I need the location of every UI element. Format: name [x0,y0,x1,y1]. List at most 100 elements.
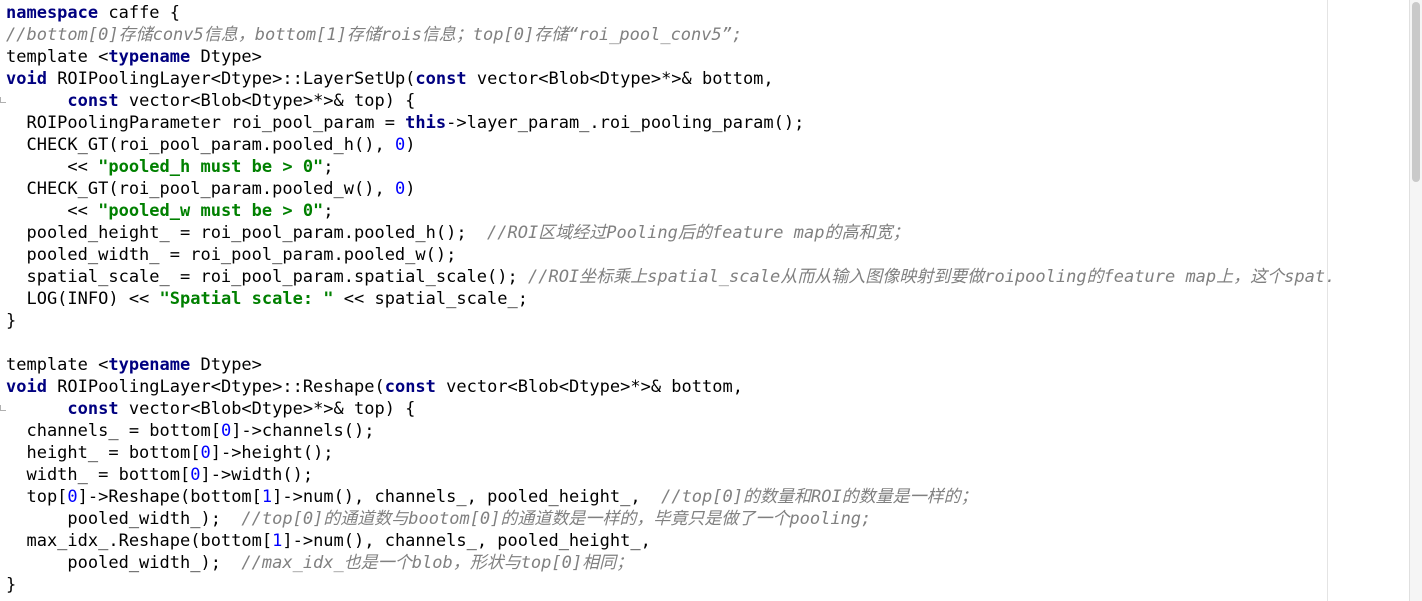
code-token-plain: height_ = bottom[ [6,443,201,463]
code-token-brace: } [6,575,17,595]
code-line[interactable]: ROIPoolingParameter roi_pool_param = thi… [6,112,1335,134]
code-token-plain: ]->num(), channels_, pooled_height_, [282,531,651,551]
code-token-kw: const [67,399,119,419]
code-token-plain: caffe { [98,3,181,23]
code-token-plain: vector<Blob<Dtype>*>& top) { [118,399,416,419]
code-line[interactable]: } [6,574,1335,596]
code-token-plain: top[ [6,487,68,507]
fold-marker-icon[interactable] [0,405,6,411]
code-token-plain [6,399,67,419]
code-token-plain: ]->height(); [210,443,334,463]
code-token-plain: CHECK_GT(roi_pool_param.pooled_h(), [6,135,395,155]
code-line[interactable]: << "pooled_w must be > 0"; [6,200,1335,222]
code-line[interactable]: channels_ = bottom[0]->channels(); [6,420,1335,442]
code-token-cmt: //bottom[0]存储conv5信息，bottom[1]存储rois信息；t… [6,25,743,45]
code-token-plain: CHECK_GT(roi_pool_param.pooled_w(), [6,179,395,199]
code-token-num: 1 [272,531,283,551]
code-line[interactable]: top[0]->Reshape(bottom[1]->num(), channe… [6,486,1335,508]
code-token-plain [6,91,67,111]
code-token-plain: ) [405,135,416,155]
code-token-plain: template < [6,355,109,375]
code-token-plain: spatial_scale_ = roi_pool_param.spatial_… [6,267,528,287]
code-token-plain: pooled_width_); [6,509,242,529]
code-token-plain: ROIPoolingParameter roi_pool_param = [6,113,406,133]
code-token-cmt: //ROI坐标乘上spatial_scale从而从输入图像映射到要做roipoo… [527,267,1336,287]
code-line[interactable]: pooled_width_); //max_idx_也是一个blob，形状与to… [6,552,1335,574]
code-token-kw: typename [108,47,191,67]
code-token-num: 0 [200,443,211,463]
code-token-num: 0 [190,465,201,485]
code-token-plain: << [6,201,99,221]
code-line[interactable]: max_idx_.Reshape(bottom[1]->num(), chann… [6,530,1335,552]
code-token-plain: channels_ = bottom[ [6,421,221,441]
code-token-plain: ROIPoolingLayer<Dtype>::LayerSetUp( [46,69,416,89]
code-token-plain: vector<Blob<Dtype>*>& bottom, [466,69,774,89]
code-token-str: "Spatial scale: " [159,289,334,309]
code-token-plain: ; [323,157,334,177]
code-line[interactable]: pooled_width_ = roi_pool_param.pooled_w(… [6,244,1335,266]
code-token-plain: Dtype> [190,355,262,375]
code-line[interactable]: void ROIPoolingLayer<Dtype>::LayerSetUp(… [6,68,1335,90]
code-token-plain: ]->channels(); [231,421,375,441]
code-line[interactable]: width_ = bottom[0]->width(); [6,464,1335,486]
code-token-num: 1 [261,487,273,507]
code-token-cmt: //max_idx_也是一个blob，形状与top[0]相同； [241,553,634,573]
code-token-kw: this [405,113,447,133]
code-token-kw: const [67,91,119,111]
code-line[interactable]: namespace caffe { [6,2,1335,24]
fold-marker-icon[interactable] [0,97,6,103]
code-token-plain: ->layer_param_.roi_pooling_param(); [446,113,805,133]
code-token-plain: ]->width(); [200,465,314,485]
code-token-str: "pooled_h must be > 0" [98,157,324,177]
code-line[interactable]: pooled_height_ = roi_pool_param.pooled_h… [6,222,1335,244]
code-token-plain: vector<Blob<Dtype>*>& bottom, [435,377,743,397]
code-line[interactable]: spatial_scale_ = roi_pool_param.spatial_… [6,266,1335,288]
code-token-plain: << spatial_scale_; [333,289,528,309]
code-token-plain: ROIPoolingLayer<Dtype>::Reshape( [46,377,385,397]
code-token-num: 0 [394,179,406,199]
code-token-kw: typename [108,355,191,375]
code-line[interactable]: void ROIPoolingLayer<Dtype>::Reshape(con… [6,376,1335,398]
code-token-plain: ; [323,201,334,221]
code-line[interactable]: height_ = bottom[0]->height(); [6,442,1335,464]
code-token-plain: LOG(INFO) << [6,289,160,309]
code-token-plain: ) [405,179,416,199]
code-token-plain: Dtype> [190,47,262,67]
code-line[interactable]: LOG(INFO) << "Spatial scale: " << spatia… [6,288,1335,310]
code-line[interactable]: template <typename Dtype> [6,46,1335,68]
code-token-num: 0 [220,421,232,441]
code-token-kw: const [384,377,436,397]
code-line[interactable]: const vector<Blob<Dtype>*>& top) { [6,398,1335,420]
code-token-plain: max_idx_.Reshape(bottom[ [6,531,273,551]
code-token-num: 0 [67,487,78,507]
vertical-scrollbar[interactable] [1409,0,1422,601]
code-token-kw: namespace [6,3,99,23]
code-token-plain: << [6,157,99,177]
code-token-plain: pooled_width_ = roi_pool_param.pooled_w(… [6,245,457,265]
code-token-num: 0 [394,135,406,155]
code-token-kw: void [6,377,47,397]
code-line[interactable]: << "pooled_h must be > 0"; [6,156,1335,178]
scrollbar-thumb[interactable] [1412,2,1420,182]
code-token-brace: } [6,311,17,331]
right-margin-guide [1327,0,1328,601]
code-line[interactable]: template <typename Dtype> [6,354,1335,376]
code-token-plain: ]->Reshape(bottom[ [77,487,262,507]
code-line[interactable]: //bottom[0]存储conv5信息，bottom[1]存储rois信息；t… [6,24,1335,46]
code-line[interactable] [6,332,1335,354]
code-token-plain: pooled_width_); [6,553,242,573]
code-line[interactable]: CHECK_GT(roi_pool_param.pooled_w(), 0) [6,178,1335,200]
code-token-plain: ]->num(), channels_, pooled_height_, [272,487,662,507]
code-token-plain: pooled_height_ = roi_pool_param.pooled_h… [6,223,488,243]
code-lines[interactable]: namespace caffe {//bottom[0]存储conv5信息，bo… [6,2,1335,596]
code-token-kw: void [6,69,47,89]
code-token-kw: const [415,69,467,89]
code-line[interactable]: const vector<Blob<Dtype>*>& top) { [6,90,1335,112]
code-line[interactable]: pooled_width_); //top[0]的通道数与bootom[0]的通… [6,508,1335,530]
code-line[interactable]: } [6,310,1335,332]
code-token-cmt: //top[0]的数量和ROI的数量是一样的； [661,487,978,507]
code-token-cmt: //ROI区域经过Pooling后的feature map的高和宽； [487,223,910,243]
code-token-plain: width_ = bottom[ [6,465,191,485]
code-line[interactable]: CHECK_GT(roi_pool_param.pooled_h(), 0) [6,134,1335,156]
